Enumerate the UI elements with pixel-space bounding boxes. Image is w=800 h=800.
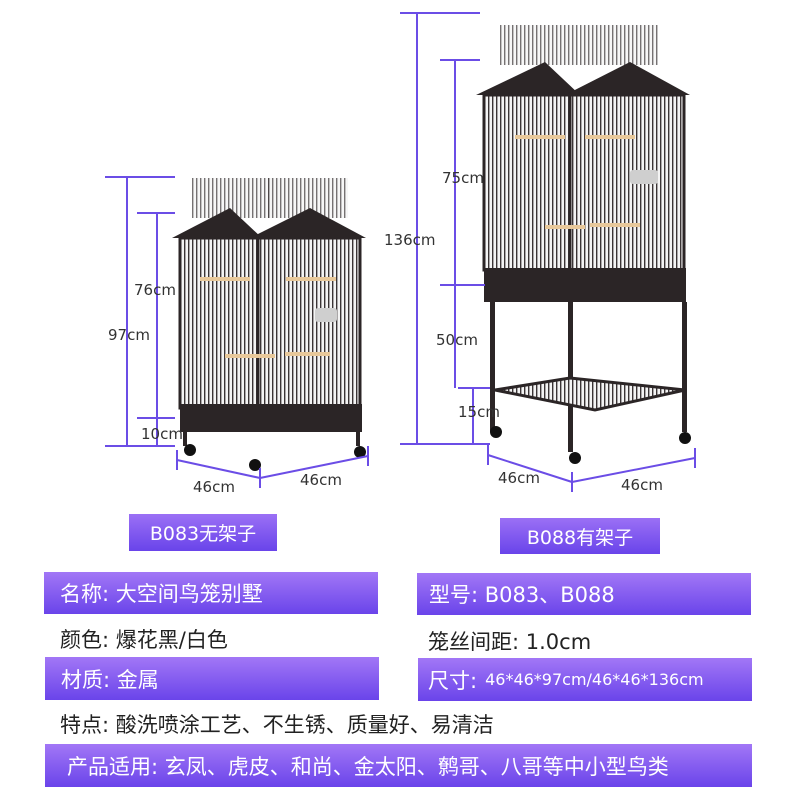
spec-spacing: 笼丝间距: 1.0cm [428, 630, 592, 654]
cage-b088 [476, 25, 691, 464]
dim-total-height-left: 97cm [108, 326, 150, 344]
dim-width-right: 46cm [498, 469, 540, 487]
dim-cage-height-right: 75cm [442, 169, 484, 187]
spec-color: 颜色: 爆花黑/白色 [60, 628, 228, 652]
dim-depth-left: 46cm [300, 471, 342, 489]
spec-features: 特点: 酸洗喷涂工艺、不生锈、质量好、易清洁 [60, 713, 494, 737]
spec-suitable: 产品适用: 玄凤、虎皮、和尚、金太阳、鹩哥、八哥等中小型鸟类 [45, 744, 752, 787]
dim-shelf-height-right: 15cm [458, 403, 500, 421]
cage-b083 [172, 178, 366, 471]
spec-size-value: 46*46*97cm/46*46*136cm [485, 670, 704, 689]
dim-stand-height-right: 50cm [436, 331, 478, 349]
badge-b088: B088有架子 [500, 518, 660, 554]
spec-size: 尺寸: 46*46*97cm/46*46*136cm [418, 658, 752, 701]
dim-leg-height-left: 10cm [141, 425, 183, 443]
spec-size-label: 尺寸: [428, 668, 478, 693]
spec-material: 材质: 金属 [45, 657, 379, 700]
spec-name: 名称: 大空间鸟笼别墅 [44, 572, 378, 614]
dim-width-left: 46cm [193, 478, 235, 496]
spec-model: 型号: B083、B088 [417, 573, 751, 615]
badge-b083: B083无架子 [129, 514, 277, 551]
dim-cage-height-left: 76cm [134, 281, 176, 299]
dimension-lines [105, 12, 696, 492]
dim-depth-right: 46cm [621, 476, 663, 494]
dim-total-height-right: 136cm [384, 231, 436, 249]
